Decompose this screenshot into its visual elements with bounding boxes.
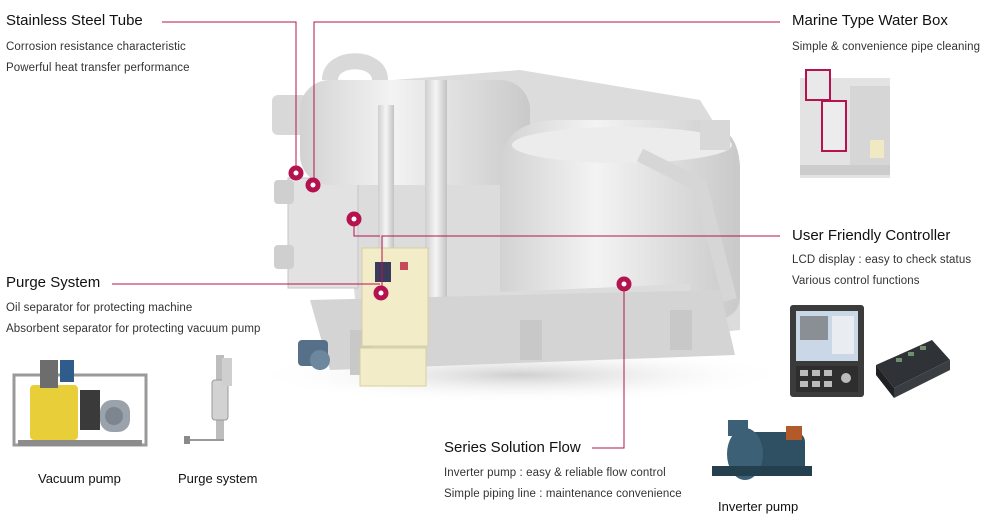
series-line-2: Simple piping line : maintenance conveni… bbox=[444, 488, 682, 500]
absorption-chiller bbox=[272, 53, 740, 387]
control-panel bbox=[361, 247, 429, 347]
vacuum-pump-caption: Vacuum pump bbox=[38, 471, 121, 486]
controller-lcd-image bbox=[790, 305, 864, 397]
marine-title: Marine Type Water Box bbox=[792, 12, 948, 29]
stainless-line-2: Powerful heat transfer performance bbox=[6, 62, 190, 74]
series-line-1: Inverter pump : easy & reliable flow con… bbox=[444, 467, 666, 479]
series-title: Series Solution Flow bbox=[444, 439, 581, 456]
inverter-pump-image bbox=[712, 420, 812, 480]
stainless-title: Stainless Steel Tube bbox=[6, 12, 143, 29]
callout-markers bbox=[288, 165, 632, 301]
series-description: Inverter pump : easy & reliable flow con… bbox=[444, 463, 682, 505]
stainless-line-1: Corrosion resistance characteristic bbox=[6, 41, 186, 53]
purge-system-caption: Purge system bbox=[178, 471, 258, 486]
purge-system-image bbox=[184, 355, 232, 444]
stainless-description: Corrosion resistance characteristic Powe… bbox=[6, 37, 190, 79]
marine-description: Simple & convenience pipe cleaning bbox=[792, 37, 980, 58]
controller-line-1: LCD display : easy to check status bbox=[792, 254, 972, 266]
marine-water-box-image bbox=[800, 69, 890, 178]
callout-lines bbox=[112, 21, 780, 449]
purge-description: Oil separator for protecting machine Abs… bbox=[6, 298, 261, 340]
vacuum-pump-image bbox=[12, 360, 148, 447]
controller-line-2: Various control functions bbox=[792, 275, 920, 287]
purge-title: Purge System bbox=[6, 274, 101, 291]
inverter-pump-caption: Inverter pump bbox=[718, 499, 799, 514]
purge-line-2: Absorbent separator for protecting vacuu… bbox=[6, 323, 261, 335]
controller-description: LCD display : easy to check status Vario… bbox=[792, 250, 971, 292]
marine-line-1: Simple & convenience pipe cleaning bbox=[792, 41, 981, 53]
purge-line-1: Oil separator for protecting machine bbox=[6, 302, 193, 314]
controller-board-image bbox=[876, 340, 950, 398]
controller-title: User Friendly Controller bbox=[792, 227, 951, 244]
